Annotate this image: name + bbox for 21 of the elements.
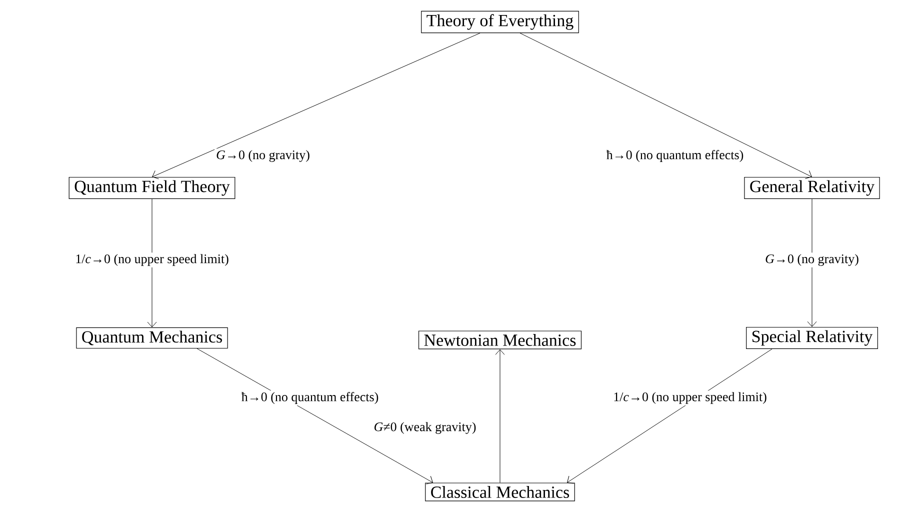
theory-box: Theory of Everything	[421, 10, 579, 34]
arrow	[520, 32, 812, 179]
theory-box: Classical Mechanics	[425, 482, 575, 502]
theory-box: Special Relativity	[746, 326, 878, 350]
edge-label: 1/c→0 (no upper speed limit)	[74, 252, 230, 268]
edge-label: G→0 (no gravity)	[764, 252, 860, 268]
edge-label: G≠0 (weak gravity)	[372, 420, 478, 436]
edge-label: G→0 (no gravity)	[214, 148, 312, 164]
theory-box: Quantum Mechanics	[76, 327, 228, 349]
edge-label: 1/c→0 (no upper speed limit)	[612, 390, 768, 406]
arrow	[152, 32, 480, 180]
edge-label: ħ→0 (no quantum effects)	[240, 390, 380, 406]
edge-label: ħ→0 (no quantum effects)	[604, 148, 746, 164]
theory-box: Newtonian Mechanics	[418, 330, 582, 350]
arrow	[196, 348, 433, 484]
theory-box: General Relativity	[744, 176, 880, 200]
arrow	[567, 348, 772, 484]
theory-box: Quantum Field Theory	[68, 176, 236, 200]
arrow	[147, 198, 157, 328]
arrow	[495, 349, 505, 483]
arrow	[807, 198, 817, 327]
